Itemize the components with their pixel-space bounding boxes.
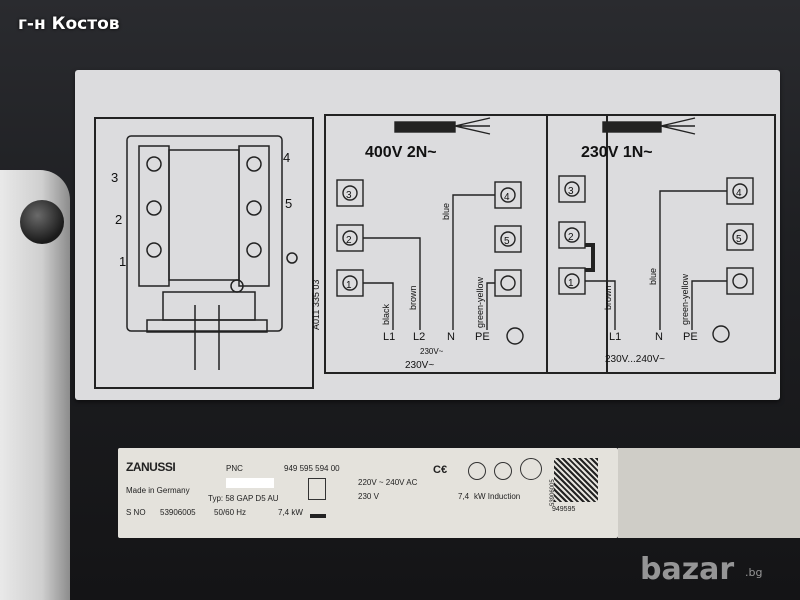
bottom-code: 949595: [552, 506, 576, 513]
p230-wire-green-yellow: green-yellow: [680, 273, 690, 325]
power-unit: kW Induction: [474, 492, 521, 501]
p230-num-3: 3: [568, 186, 574, 197]
p400-num-4: 4: [504, 192, 510, 203]
wiring-diagram-svg: 3 2 1 4 5 A011 335 03 400V 2N~ 3 2 1 4 5…: [94, 114, 776, 389]
left-num-1: 1: [119, 254, 126, 269]
sno-value: 53906005: [160, 508, 196, 517]
p230-PE: PE: [683, 331, 698, 343]
wiring-diagram-sticker: 3 2 1 4 5 A011 335 03 400V 2N~ 3 2 1 4 5…: [75, 70, 780, 400]
panel-left-frame: [94, 117, 314, 389]
brand: ZANUSSI: [126, 460, 176, 474]
p230-wire-blue: blue: [648, 268, 658, 285]
p400-L2: L2: [413, 331, 425, 343]
panel-400-voltage: 400V 2N~: [365, 144, 437, 161]
power-small: 7,4 kW: [278, 508, 303, 517]
site-logo: bazar: [640, 552, 735, 587]
power-induction: 7,4: [458, 492, 470, 501]
terminal-block-drawing: [126, 135, 298, 370]
p230-num-1: 1: [568, 278, 574, 289]
p400-sub-voltage: 230V~: [420, 347, 444, 356]
p400-N: N: [447, 331, 455, 343]
left-num-2: 2: [115, 212, 122, 227]
frequency: 50/60 Hz: [214, 508, 247, 517]
d-mark-icon: [520, 458, 542, 480]
panel-400: [336, 117, 524, 345]
p400-L1: L1: [383, 331, 395, 343]
p400-num-1: 1: [346, 280, 352, 291]
seller-name: г-н Костов: [18, 14, 120, 34]
p230-num-5: 5: [736, 234, 742, 245]
wire-brown: brown: [408, 285, 418, 310]
weee-bin-icon: [308, 478, 326, 500]
wire-green-yellow: green-yellow: [475, 276, 485, 328]
plate-extension: [618, 448, 800, 538]
screw-head: [20, 200, 64, 244]
p230-L1: L1: [609, 331, 621, 343]
p400-num-5: 5: [504, 236, 510, 247]
left-num-5: 5: [285, 196, 292, 211]
p400-num-2: 2: [346, 235, 352, 246]
diagram-code: A011 335 03: [311, 280, 321, 330]
left-num-3: 3: [111, 170, 118, 185]
redacted-box: [226, 478, 274, 488]
p230-wire-brown: brown: [603, 285, 613, 310]
p230-num-4: 4: [736, 188, 742, 199]
datamatrix-code-icon: [554, 458, 598, 502]
made-in: Made in Germany: [126, 486, 190, 495]
wire-blue: blue: [441, 203, 451, 220]
pnc-value: 949 595 594 00: [284, 464, 340, 473]
p400-PE: PE: [475, 331, 490, 343]
p230-bottom-voltage: 230V...240V~: [605, 354, 665, 365]
voltage-230: 230 V: [358, 492, 379, 501]
weee-bar: [310, 514, 326, 518]
panel-400-frame: [324, 114, 608, 374]
p400-num-3: 3: [346, 190, 352, 201]
site-tld: .bg: [745, 566, 763, 579]
panel-230-frame: [546, 114, 776, 374]
ce-mark-icon: C€: [433, 464, 448, 476]
ul-mark-icon: [494, 462, 512, 480]
rating-plate: ZANUSSI Made in Germany S NO 53906005 PN…: [118, 448, 618, 538]
type: Typ: 58 GAP D5 AU: [208, 494, 279, 503]
panel-230: [558, 117, 754, 343]
voltage-ac: 220V ~ 240V AC: [358, 478, 418, 487]
p230-num-2: 2: [568, 232, 574, 243]
p230-N: N: [655, 331, 663, 343]
wire-black: black: [381, 303, 391, 325]
cert-circle-icon: [468, 462, 486, 480]
panel-230-voltage: 230V 1N~: [581, 144, 653, 161]
pnc-label: PNC: [226, 464, 243, 473]
p400-bottom-voltage: 230V~: [405, 360, 434, 371]
left-num-4: 4: [283, 150, 290, 165]
sno-label: S NO: [126, 508, 146, 517]
